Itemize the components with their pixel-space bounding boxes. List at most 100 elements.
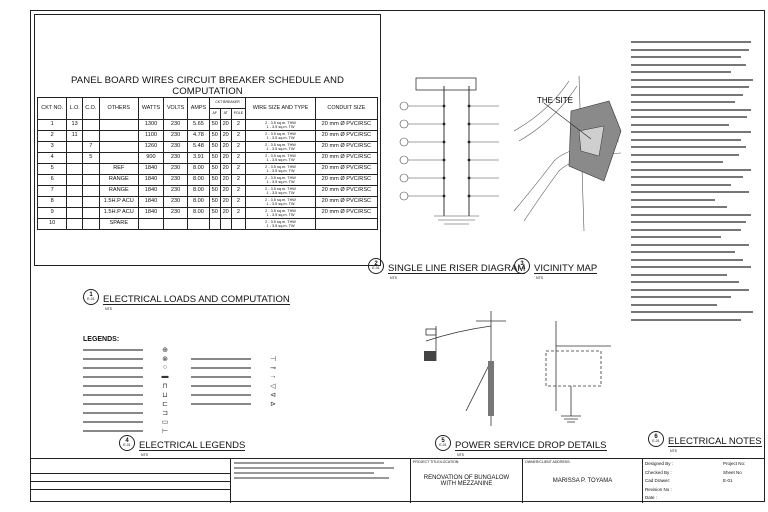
cell-watts: 900 <box>137 152 165 164</box>
col-pole: POLE <box>230 108 247 120</box>
col-lo: L.O. <box>66 97 83 120</box>
note-line <box>631 47 763 54</box>
wire-line-1: 2 - 3.5 sq.m. THW <box>265 143 296 148</box>
col-watts: WATTS <box>137 97 165 120</box>
signoff-cell: Designed By : Checked By : Cad Drawer: R… <box>643 459 764 503</box>
wire-line-2: 1 - 3.5 sq.m. TW <box>266 191 295 195</box>
riser-caption-scale: NTS <box>390 276 397 280</box>
revision-no: Revision No : <box>645 486 672 492</box>
site-label: THE SITE <box>537 96 573 105</box>
legend-symbol-icon: ⊕ <box>162 346 168 354</box>
note-line <box>631 92 763 99</box>
note-line <box>631 182 763 189</box>
wire-line-2: 1 - 3.5 sq.m. TW <box>266 202 295 206</box>
legend-row: ⊗ <box>83 354 172 363</box>
col-volts: VOLTS <box>163 97 189 120</box>
col-af: AF <box>208 108 221 120</box>
vicinity-map: THE SITE <box>513 75 622 232</box>
legends-caption-title: ELECTRICAL LEGENDS <box>139 439 246 451</box>
cell-af: 50 <box>208 141 221 153</box>
cell-conduit <box>314 218 379 230</box>
cell-others <box>98 119 139 131</box>
cell-co <box>81 185 100 197</box>
vicinity-caption-scale: NTS <box>536 276 543 280</box>
cell-volts: 230 <box>163 141 189 153</box>
panel-schedule-frame: PANEL BOARD WIRES CIRCUIT BREAKER SCHEDU… <box>34 14 381 266</box>
title-block-stamps <box>31 459 231 503</box>
note-line <box>631 309 763 316</box>
cell-ckt: 7 <box>36 185 68 197</box>
owner-name: MARISSA P. TOYAMA <box>552 478 613 484</box>
cell-amps: 8.00 <box>187 174 210 186</box>
cell-co <box>81 196 100 208</box>
col-breaker: CKT BREAKER <box>208 97 247 109</box>
cell-af: 50 <box>208 152 221 164</box>
cell-watts: 1260 <box>137 141 165 153</box>
note-line <box>631 234 763 241</box>
cell-lo <box>66 152 83 164</box>
cell-lo <box>66 218 83 230</box>
wire-line-2: 1 - 3.5 sq.m. TW <box>266 169 295 173</box>
cell-ckt: 8 <box>36 196 68 208</box>
note-line <box>631 152 763 159</box>
title-block-remarks <box>231 459 411 503</box>
cell-pole: 2 <box>230 152 247 164</box>
cell-volts: 230 <box>163 196 189 208</box>
note-line <box>631 287 763 294</box>
vicinity-caption-title: VICINITY MAP <box>534 262 598 274</box>
cell-at: 20 <box>219 207 232 219</box>
cell-amps: 8.00 <box>187 185 210 197</box>
sheet-no-label: Sheet No <box>723 469 742 475</box>
legend-row: ⊳ <box>191 399 280 408</box>
designed-by: Designed By : <box>645 461 674 466</box>
legend-symbol-icon: ▭ <box>161 418 169 426</box>
cell-co <box>81 130 100 142</box>
legend-symbol-icon: ⊲ <box>270 391 276 399</box>
col-amps: AMPS <box>187 97 210 120</box>
riser-diagram <box>399 77 499 225</box>
col-conduit: CONDUIT SIZE <box>314 97 379 120</box>
cell-watts: 1840 <box>137 185 165 197</box>
cell-pole: 2 <box>230 196 247 208</box>
wire-line-1: 2 - 3.5 sq.m. THW <box>265 132 296 137</box>
cell-volts: 230 <box>163 185 189 197</box>
note-line <box>631 69 763 76</box>
cell-conduit: 20 mm Ø PVC/RSC <box>314 185 379 197</box>
cell-at: 20 <box>219 119 232 131</box>
wire-line-2: 1 - 3.5 sq.m. TW <box>266 136 295 140</box>
schedule-title: PANEL BOARD WIRES CIRCUIT BREAKER SCHEDU… <box>70 75 345 97</box>
cell-ckt: 9 <box>36 207 68 219</box>
cell-conduit: 20 mm Ø PVC/RSC <box>314 174 379 186</box>
cell-co <box>81 163 100 175</box>
note-line <box>631 62 763 69</box>
cell-amps: 8.00 <box>187 196 210 208</box>
legend-symbol-icon: ⊣ <box>269 355 277 363</box>
cell-af: 50 <box>208 119 221 131</box>
cell-others: 1.5H.P ACU <box>98 196 139 208</box>
cell-af: 50 <box>208 163 221 175</box>
cell-amps: 5.65 <box>187 119 210 131</box>
legend-list-left: ⊕⊗○▬⊓⊔⊏⊐▭⊢ <box>83 345 172 435</box>
cell-pole: 2 <box>230 141 247 153</box>
cell-others <box>98 130 139 142</box>
cell-pole: 2 <box>230 163 247 175</box>
cad-drawer: Cad Drawer: <box>645 478 671 483</box>
cell-amps: 3.91 <box>187 152 210 164</box>
cell-amps: 8.00 <box>187 207 210 219</box>
wire-line-2: 1 - 3.5 sq.m. TW <box>266 213 295 217</box>
cell-at: 20 <box>219 185 232 197</box>
legend-row: ⊐ <box>83 408 172 417</box>
cell-co <box>81 174 100 186</box>
